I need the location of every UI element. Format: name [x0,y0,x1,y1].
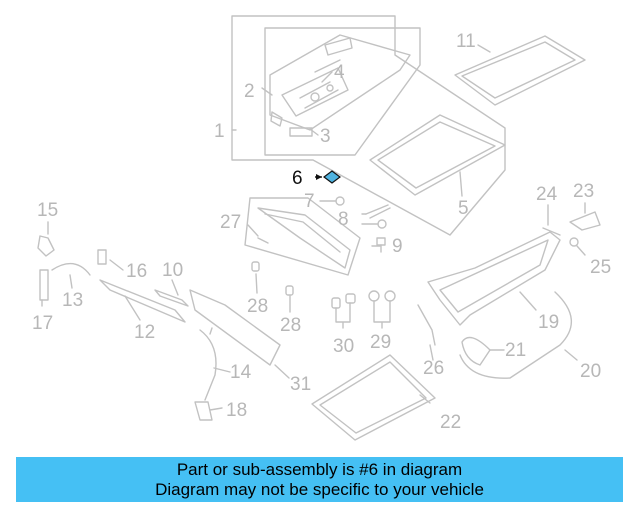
part-9-bolt [376,237,386,253]
part-10-molding [154,289,189,307]
callout-11: 11 [456,31,476,52]
callout-3: 3 [320,126,331,147]
callout-26: 26 [423,358,444,379]
part-31-molding [189,289,281,366]
part-15-clip [37,235,55,257]
part-30-clips [331,293,356,329]
callout-7: 7 [304,191,315,212]
part-13-seal [51,262,91,276]
banner-line-1: Part or sub-assembly is #6 in diagram [176,459,463,479]
part-6-shape [323,170,341,184]
part-29-bolts [368,290,396,329]
callout-25: 25 [590,257,611,278]
callout-22: 22 [440,412,461,433]
part-25-bolt [569,237,579,247]
part-11-roof-panel [454,35,586,106]
part-27-rail [257,207,351,269]
callout-28-a: 28 [247,296,268,317]
part-22-glass [311,354,436,441]
callout-19: 19 [538,312,559,333]
part-3-pad [289,127,313,137]
part-17-clip [39,269,49,301]
callout-28-b: 28 [280,315,301,336]
callout-16: 16 [126,261,147,282]
part-16-clip [97,249,107,265]
callout-12: 12 [134,322,155,343]
callout-8: 8 [338,209,349,230]
part-24-latch [542,227,561,236]
part-23-bracket [569,211,601,231]
callout-17: 17 [32,313,53,334]
part-26-strip [417,304,436,346]
part-28-clip-b [285,285,294,296]
callout-30: 30 [333,336,354,357]
info-banner: Part or sub-assembly is #6 in diagram Di… [16,457,623,502]
part-28-clip-a [251,261,260,272]
callout-18: 18 [226,400,247,421]
callout-4: 4 [334,62,345,83]
part-12-molding [99,279,186,323]
part-4-roof-motor [269,34,411,131]
callout-15: 15 [37,200,58,221]
part-7-washer [335,196,345,206]
assembly-27-outline [244,197,361,276]
part-6-highlight [315,170,341,184]
part-19-rear-window [427,231,561,326]
callout-14: 14 [230,362,252,383]
callout-24: 24 [536,184,558,205]
part-20-seal [459,291,573,379]
callout-10: 10 [162,260,183,281]
callout-20: 20 [580,361,601,382]
callout-23: 23 [573,181,594,202]
banner-line-2: Diagram may not be specific to your vehi… [155,479,484,499]
assembly-2-outline [264,27,421,156]
callout-6: 6 [292,168,303,189]
callout-9: 9 [392,236,403,257]
assembly-1-outline [231,15,506,236]
callout-5: 5 [458,198,469,219]
callout-21: 21 [505,340,526,361]
part-21-handle [461,336,491,366]
part-14-hose [199,327,217,401]
part-5-sunroof-glass [369,114,506,196]
callout-27: 27 [220,212,241,233]
part-22-glass-inner [319,361,427,434]
callout-1: 1 [214,121,225,142]
callout-29: 29 [370,332,391,353]
callout-2: 2 [244,81,255,102]
callout-31: 31 [290,374,311,395]
callout-13: 13 [62,290,83,311]
part-18-drain [194,401,213,421]
parts-diagram: 1 2 3 4 5 6 7 8 9 10 11 12 13 14 15 16 1… [32,15,611,441]
